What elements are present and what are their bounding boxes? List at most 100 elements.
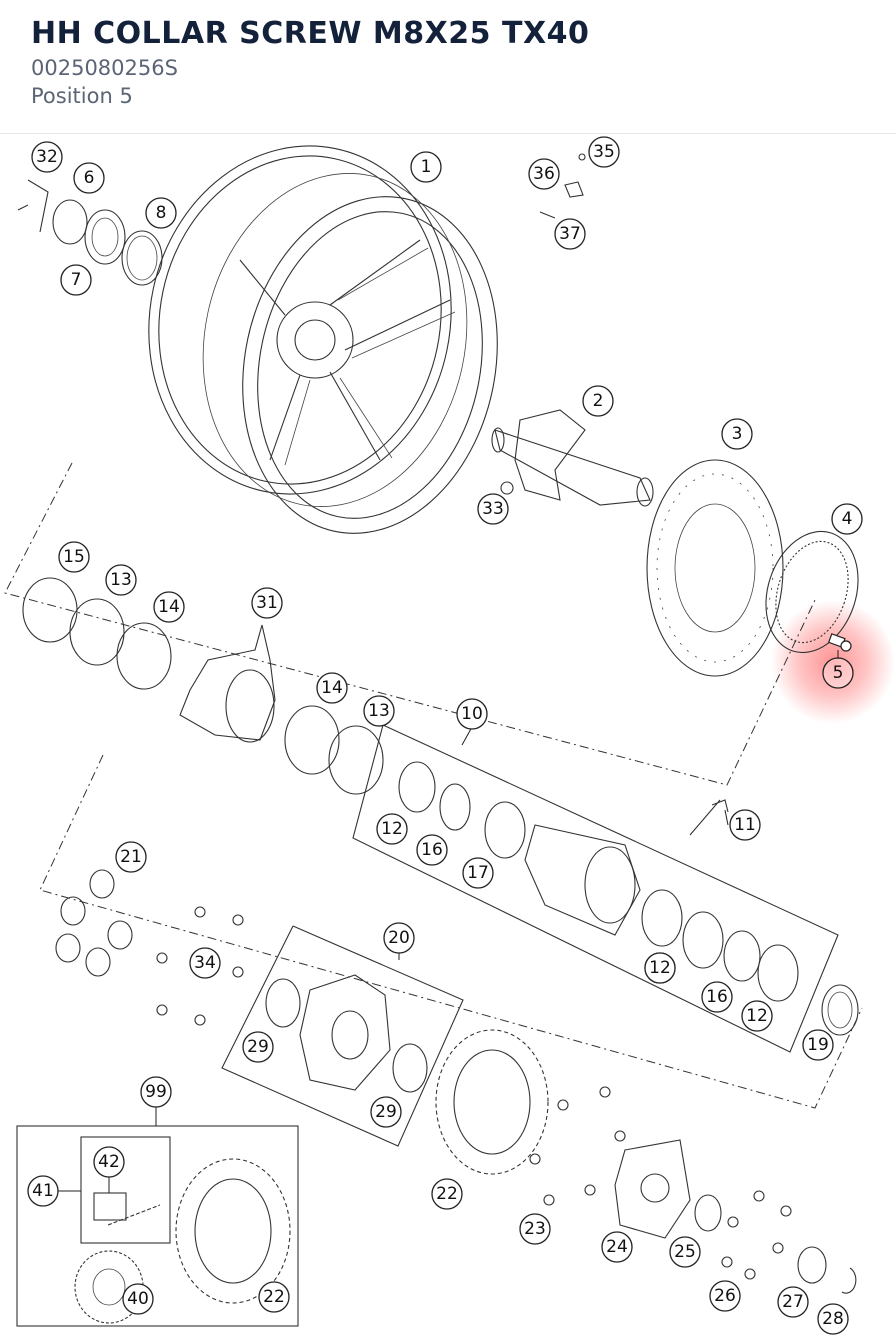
part-position: Position 5 (31, 84, 133, 108)
svg-text:20: 20 (388, 928, 410, 948)
callout-11[interactable]: 11 (729, 809, 761, 841)
svg-text:22: 22 (263, 1287, 285, 1307)
spacer-19 (821, 984, 859, 1036)
callout-41[interactable]: 41 (27, 1175, 59, 1207)
callout-21[interactable]: 21 (115, 841, 147, 873)
callout-22[interactable]: 22 (431, 1178, 463, 1210)
svg-text:29: 29 (247, 1037, 269, 1057)
seal-rings-left (22, 577, 384, 795)
callout-5[interactable]: 5 (822, 657, 854, 689)
callout-12[interactable]: 12 (644, 952, 676, 984)
callout-12[interactable]: 12 (376, 813, 408, 845)
svg-text:31: 31 (256, 593, 278, 613)
callout-17[interactable]: 17 (462, 857, 494, 889)
svg-text:28: 28 (822, 1309, 844, 1329)
svg-text:42: 42 (98, 1152, 120, 1172)
svg-text:7: 7 (71, 270, 82, 290)
svg-text:10: 10 (461, 704, 483, 724)
callout-42[interactable]: 42 (93, 1146, 125, 1178)
callout-7[interactable]: 7 (60, 264, 92, 296)
callout-12[interactable]: 12 (741, 1000, 773, 1032)
collar-screw-part[interactable] (827, 633, 852, 652)
callout-19[interactable]: 19 (802, 1029, 834, 1061)
rear-sprocket (435, 1029, 549, 1175)
chain-kit-box (16, 1125, 299, 1327)
callout-40[interactable]: 40 (122, 1283, 154, 1315)
callout-22[interactable]: 22 (258, 1281, 290, 1313)
callout-26[interactable]: 26 (709, 1280, 741, 1312)
svg-text:32: 32 (36, 147, 58, 167)
brake-disc (646, 459, 784, 677)
callout-3[interactable]: 3 (721, 418, 753, 450)
callout-16[interactable]: 16 (701, 981, 733, 1013)
callout-34[interactable]: 34 (189, 947, 221, 979)
svg-text:8: 8 (156, 203, 167, 223)
callout-25[interactable]: 25 (669, 1236, 701, 1268)
callout-27[interactable]: 27 (777, 1286, 809, 1318)
callout-6[interactable]: 6 (73, 162, 105, 194)
callout-20[interactable]: 20 (383, 922, 415, 954)
svg-text:6: 6 (84, 168, 95, 188)
callout-23[interactable]: 23 (519, 1213, 551, 1245)
callout-37[interactable]: 37 (554, 218, 586, 250)
svg-text:26: 26 (714, 1286, 736, 1306)
svg-text:2: 2 (593, 391, 604, 411)
callout-13[interactable]: 13 (105, 564, 137, 596)
svg-text:16: 16 (706, 987, 728, 1007)
svg-text:21: 21 (120, 847, 142, 867)
damper-bolts (55, 869, 244, 1026)
wheel-rim (148, 145, 498, 534)
highlight-glow (771, 600, 895, 724)
part-title: HH COLLAR SCREW M8X25 TX40 (31, 16, 590, 51)
callout-33[interactable]: 33 (477, 493, 509, 525)
svg-text:14: 14 (321, 678, 343, 698)
callout-36[interactable]: 36 (528, 158, 560, 190)
abs-sensor-ring (765, 530, 859, 654)
svg-text:99: 99 (145, 1082, 167, 1102)
part-header: HH COLLAR SCREW M8X25 TX40 0025080256S P… (0, 0, 896, 134)
callout-29[interactable]: 29 (370, 1096, 402, 1128)
callout-28[interactable]: 28 (817, 1303, 849, 1335)
sprocket-carrier-box (221, 925, 464, 1147)
callout-24[interactable]: 24 (601, 1231, 633, 1263)
callout-2[interactable]: 2 (582, 385, 614, 417)
svg-text:33: 33 (482, 499, 504, 519)
callout-14[interactable]: 14 (153, 591, 185, 623)
svg-text:24: 24 (606, 1237, 628, 1257)
bearing-parts-topleft (17, 179, 163, 286)
svg-text:16: 16 (421, 840, 443, 860)
callout-13[interactable]: 13 (363, 695, 395, 727)
callout-35[interactable]: 35 (588, 136, 620, 168)
callout-10[interactable]: 10 (456, 698, 488, 730)
svg-text:27: 27 (782, 1292, 804, 1312)
svg-text:14: 14 (158, 597, 180, 617)
svg-text:1: 1 (421, 157, 432, 177)
callout-4[interactable]: 4 (831, 503, 863, 535)
hub-assembly-box (352, 724, 839, 1053)
callout-1[interactable]: 1 (410, 151, 442, 183)
exploded-parts-diagram: 1234567810111213141516171819202122232425… (4, 136, 895, 1335)
svg-text:13: 13 (368, 701, 390, 721)
svg-text:34: 34 (194, 953, 216, 973)
svg-text:4: 4 (842, 509, 853, 529)
callout-29[interactable]: 29 (242, 1031, 274, 1063)
valve-parts (500, 153, 586, 495)
callout-8[interactable]: 8 (145, 197, 177, 229)
axle (491, 409, 654, 507)
svg-text:12: 12 (746, 1006, 768, 1026)
svg-text:22: 22 (436, 1184, 458, 1204)
callout-15[interactable]: 15 (58, 541, 90, 573)
callout-14[interactable]: 14 (316, 672, 348, 704)
hub-flange-parts (529, 1086, 857, 1294)
svg-text:35: 35 (593, 142, 615, 162)
svg-text:17: 17 (467, 863, 489, 883)
svg-text:12: 12 (649, 958, 671, 978)
svg-text:11: 11 (734, 815, 756, 835)
callout-32[interactable]: 32 (31, 141, 63, 173)
assembly-group-outlines (4, 462, 863, 1109)
callout-31[interactable]: 31 (251, 587, 283, 619)
callout-99[interactable]: 99 (140, 1076, 172, 1108)
callout-16[interactable]: 16 (416, 834, 448, 866)
svg-text:12: 12 (381, 819, 403, 839)
callout-layer: 1234567810111213141516171819202122232425… (27, 136, 863, 1335)
